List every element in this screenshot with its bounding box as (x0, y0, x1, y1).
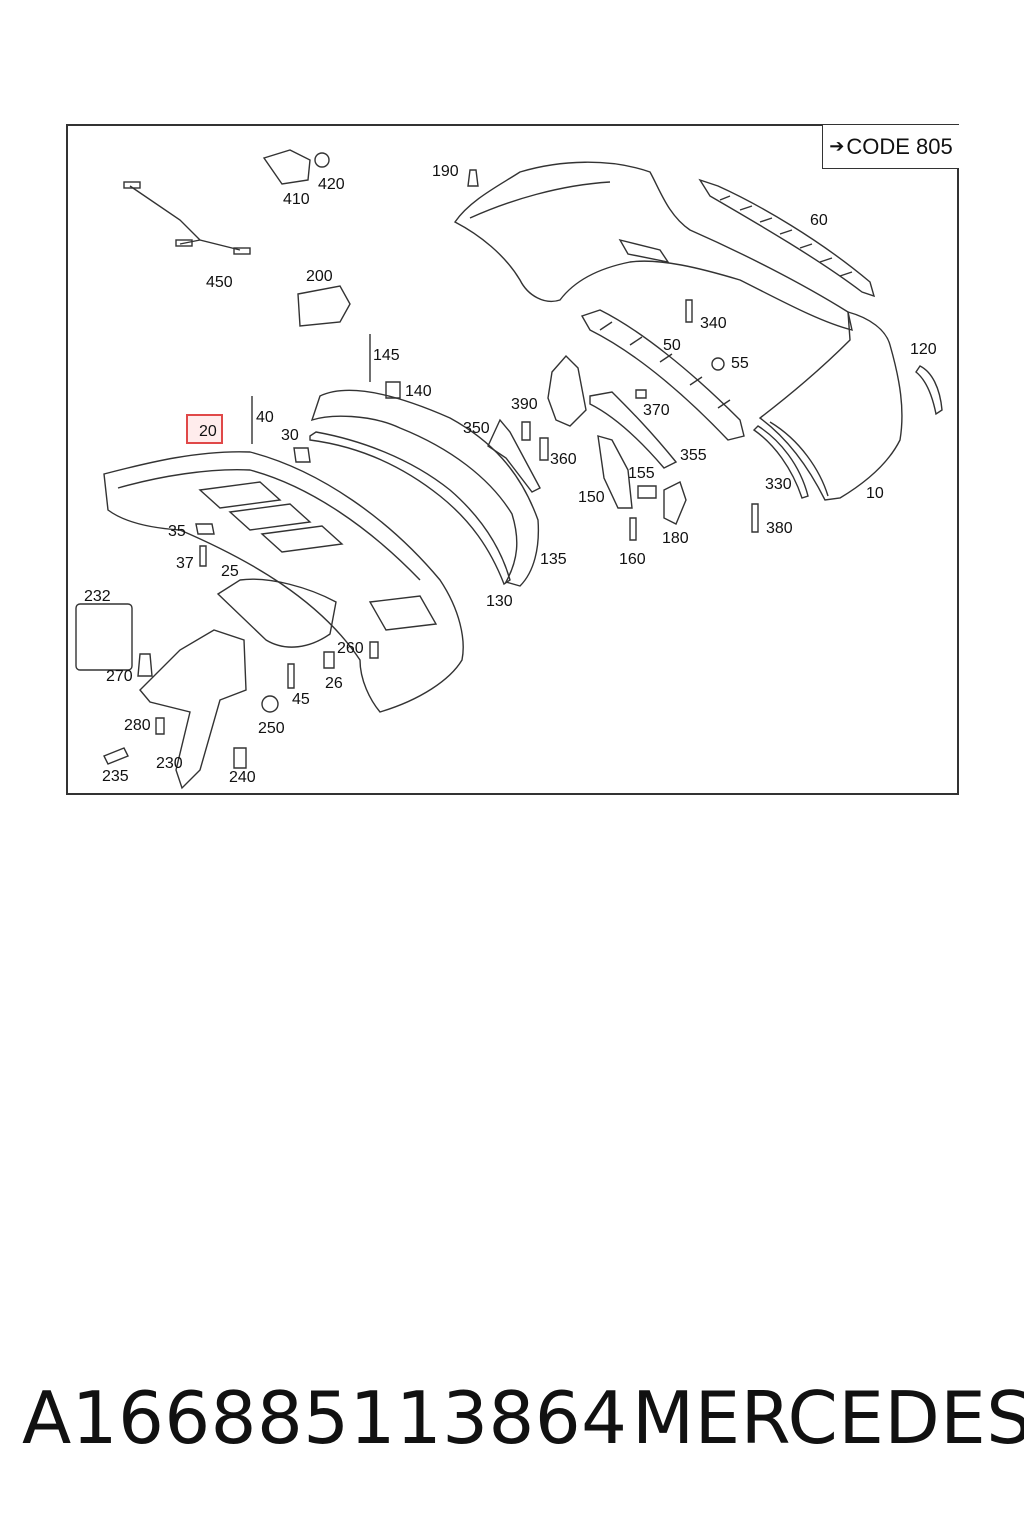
part-370 (589, 391, 678, 469)
callout-140: 140 (405, 383, 432, 400)
code-label: ➔CODE 805 (822, 125, 959, 169)
callout-340: 340 (700, 315, 727, 332)
callout-240: 240 (229, 769, 256, 786)
part-26-clip (323, 651, 335, 669)
part-55-nut (711, 357, 725, 371)
part-380-bolt (751, 503, 759, 533)
part-10-bumper (758, 311, 903, 501)
callout-45: 45 (292, 691, 310, 708)
part-number: A166885113864 (22, 1376, 628, 1460)
part-230-bracket (139, 629, 247, 790)
callout-135: 135 (540, 551, 567, 568)
part-370-washer (635, 389, 647, 399)
part-30-clip (293, 447, 311, 463)
part-160-bolt (629, 517, 637, 541)
part-135-trim (309, 431, 511, 586)
arrow-right-icon: ➔ (829, 136, 845, 156)
part-60-upper-cover (453, 161, 853, 331)
brand-name: MERCEDES (632, 1376, 1024, 1460)
callout-145: 145 (373, 347, 400, 364)
callout-30: 30 (281, 427, 299, 444)
part-235-tab (103, 747, 129, 765)
callout-350: 350 (463, 420, 490, 437)
part-232-plate (75, 603, 133, 671)
part-150 (597, 435, 633, 509)
part-390-clip (521, 421, 531, 441)
part-450-harness (129, 185, 241, 251)
callout-120: 120 (910, 341, 937, 358)
part-45-bolt (287, 663, 295, 689)
part-20-diffuser (103, 451, 464, 713)
part-35-clip (195, 523, 215, 535)
callout-420: 420 (318, 176, 345, 193)
callout-25: 25 (221, 563, 239, 580)
part-120 (915, 365, 943, 416)
part-240-bolt (233, 747, 247, 769)
callout-150: 150 (578, 489, 605, 506)
callout-360: 360 (550, 451, 577, 468)
callout-200: 200 (306, 268, 333, 285)
highlight-part-20 (186, 414, 223, 444)
callout-160: 160 (619, 551, 646, 568)
callout-270: 270 (106, 668, 133, 685)
part-410-sensor (262, 149, 311, 185)
callout-250: 250 (258, 720, 285, 737)
callout-260: 260 (337, 640, 364, 657)
part-70 (547, 354, 587, 427)
part-280-bolt (155, 717, 165, 735)
part-37-bolt (199, 545, 207, 567)
callout-330: 330 (765, 476, 792, 493)
callout-40: 40 (256, 409, 274, 426)
callout-10: 10 (866, 485, 884, 502)
callout-450: 450 (206, 274, 233, 291)
callout-55: 55 (731, 355, 749, 372)
part-350 (487, 418, 541, 493)
callout-180: 180 (662, 530, 689, 547)
callout-190: 190 (432, 163, 459, 180)
part-155-clip (637, 485, 657, 499)
callout-235: 235 (102, 768, 129, 785)
callout-232: 232 (84, 588, 111, 605)
part-60-strip (698, 178, 876, 298)
part-270-clip (137, 653, 153, 677)
callout-355: 355 (680, 447, 707, 464)
callout-380: 380 (766, 520, 793, 537)
callout-155: 155 (628, 465, 655, 482)
callout-50: 50 (663, 337, 681, 354)
callout-230: 230 (156, 755, 183, 772)
part-250-nut (261, 695, 279, 713)
part-180 (663, 481, 687, 525)
callout-280: 280 (124, 717, 151, 734)
callout-35: 35 (168, 523, 186, 540)
parts-illustration (75, 149, 943, 790)
part-200 (297, 285, 351, 327)
callout-37: 37 (176, 555, 194, 572)
callout-26: 26 (325, 675, 343, 692)
part-260-clip (369, 641, 379, 659)
callout-370: 370 (643, 402, 670, 419)
part-140-clip (385, 381, 401, 399)
callout-60: 60 (810, 212, 828, 229)
part-360-clip (539, 437, 549, 461)
callout-390: 390 (511, 396, 538, 413)
part-130-trim (310, 389, 540, 587)
callout-410: 410 (283, 191, 310, 208)
part-25 (216, 578, 337, 648)
callout-130: 130 (486, 593, 513, 610)
part-190-clip (467, 169, 479, 187)
part-50-bracket (580, 309, 745, 441)
callout-20: 20 (199, 423, 217, 440)
part-330-strip (752, 425, 809, 499)
part-420-ring (314, 152, 330, 168)
part-340-bolt (685, 299, 693, 323)
